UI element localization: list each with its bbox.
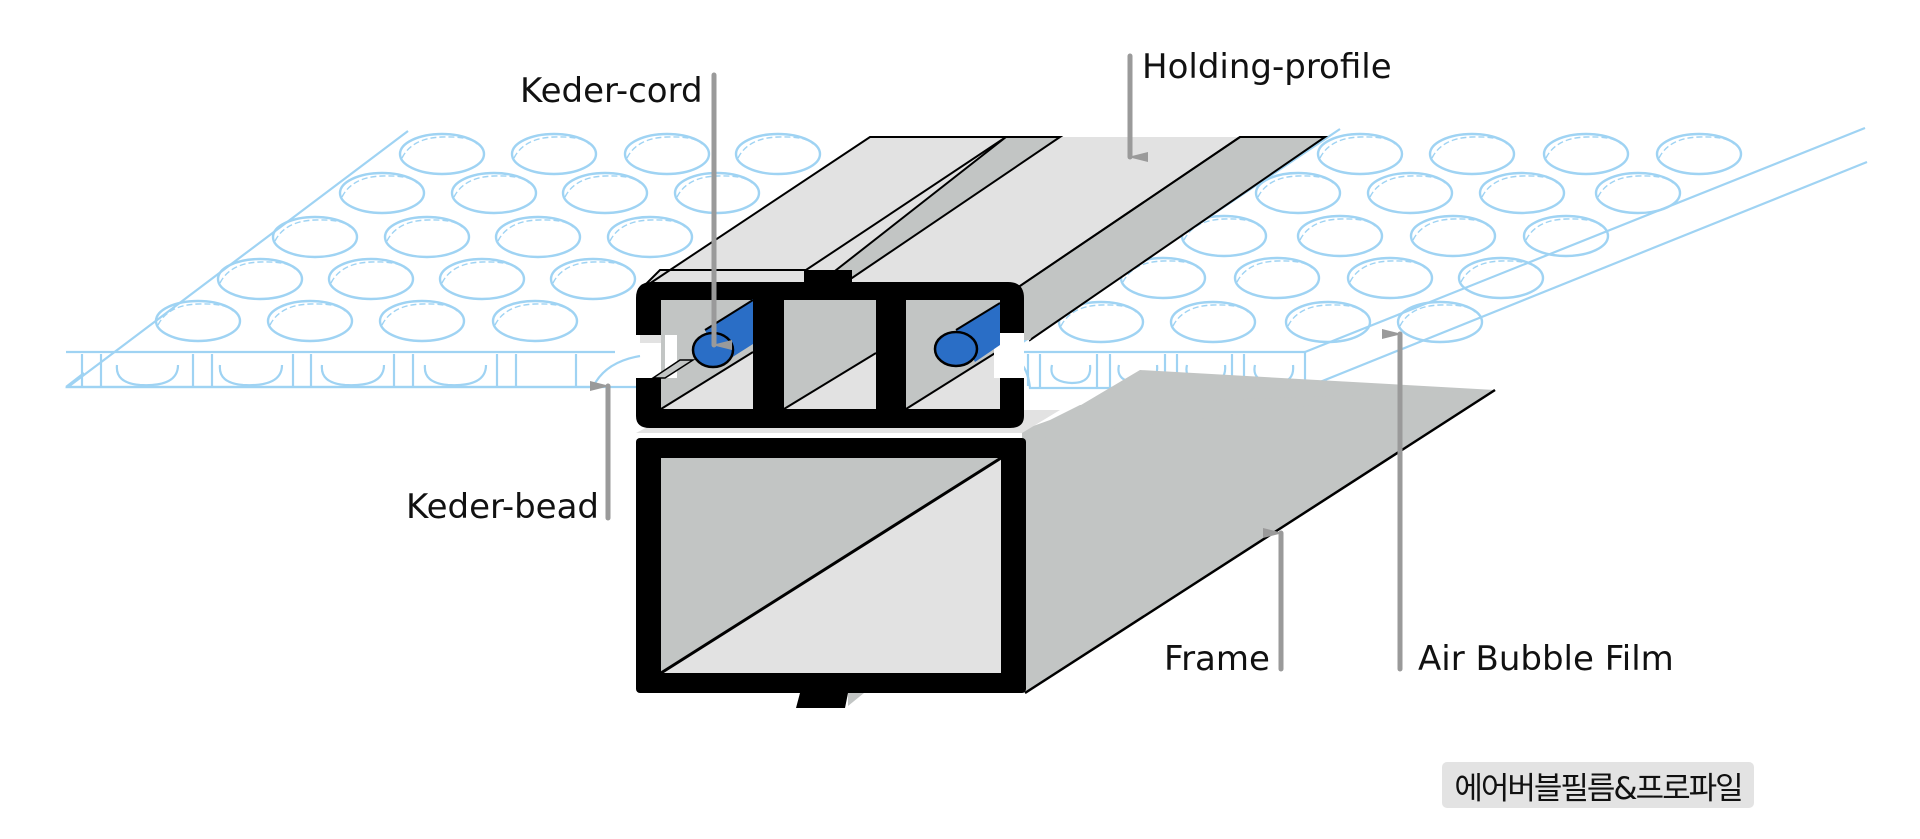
bubble-highlight — [1525, 218, 1602, 241]
bubble-highlight — [564, 175, 641, 198]
bubble — [450, 171, 538, 215]
bubble — [1655, 132, 1743, 176]
label-frame: Frame — [1164, 639, 1270, 679]
bubble — [1057, 300, 1145, 344]
diagram-caption: 에어버블필름&프로파일 — [1442, 762, 1754, 808]
bubble-highlight — [737, 136, 814, 159]
bubble — [734, 132, 822, 176]
bubble-highlight — [1658, 136, 1735, 159]
bubble-highlight — [676, 175, 753, 198]
bubble — [549, 257, 637, 301]
bubble-highlight — [552, 261, 629, 284]
bubble-highlight — [626, 136, 703, 159]
bubble — [1396, 300, 1484, 344]
bubble — [606, 215, 694, 259]
bubble — [494, 215, 582, 259]
label-keder-bead: Keder-bead — [406, 487, 600, 527]
bubble — [1296, 214, 1384, 258]
bubble-highlight — [1369, 175, 1446, 198]
bubble-highlight — [1319, 136, 1396, 159]
air-bubble-film-left — [64, 130, 641, 389]
bubble-highlight — [513, 136, 590, 159]
bubble — [271, 215, 359, 259]
bubble — [1478, 171, 1566, 215]
bubble — [1169, 300, 1257, 344]
bubble-highlight — [1236, 260, 1313, 283]
bubble — [1428, 132, 1516, 176]
bubble-highlight — [1597, 175, 1674, 198]
bubble-highlight — [274, 219, 351, 242]
bubble-highlight — [494, 303, 571, 326]
bubble-highlight — [1060, 304, 1137, 327]
bubble-highlight — [1172, 304, 1249, 327]
bubble — [1409, 214, 1497, 258]
bubble-highlight — [330, 261, 407, 284]
label-holding-profile: Holding-profile — [1142, 47, 1392, 87]
bubble-highlight — [269, 303, 346, 326]
bubble — [438, 257, 526, 301]
bubble — [1316, 132, 1404, 176]
bubble — [673, 171, 761, 215]
bubble — [1457, 256, 1545, 300]
bubble-highlight — [1460, 260, 1537, 283]
bubble — [1542, 132, 1630, 176]
bubble — [327, 257, 415, 301]
bubble-highlight — [1183, 218, 1260, 241]
bubble-highlight — [1349, 260, 1426, 283]
bubble-highlight — [1431, 136, 1508, 159]
bubble-highlight — [1257, 175, 1334, 198]
bubble-highlight — [381, 303, 458, 326]
bubble — [1233, 256, 1321, 300]
bubble-highlight — [157, 303, 234, 326]
bubble — [154, 299, 242, 343]
bubble-highlight — [386, 219, 463, 242]
bubble — [623, 132, 711, 176]
bubble — [383, 215, 471, 259]
bubble-highlight — [219, 261, 296, 284]
bubble-highlight — [1287, 304, 1364, 327]
bubble — [1284, 300, 1372, 344]
bubble-highlight — [401, 136, 478, 159]
frame — [636, 370, 1496, 708]
bubble-highlight — [1481, 175, 1558, 198]
bubble — [491, 299, 579, 343]
callout-arrows — [590, 53, 1403, 672]
bubble — [216, 257, 304, 301]
bubble-highlight — [453, 175, 530, 198]
bubble-highlight — [1122, 260, 1199, 283]
label-keder-cord: Keder-cord — [520, 71, 703, 111]
bubble-highlight — [1412, 218, 1489, 241]
bubble-highlight — [1545, 136, 1622, 159]
bubble — [1254, 171, 1342, 215]
bubble-highlight — [1299, 218, 1376, 241]
bubble — [266, 299, 354, 343]
bubble — [1346, 256, 1434, 300]
bubble-highlight — [441, 261, 518, 284]
bubble — [338, 171, 426, 215]
bubble — [398, 132, 486, 176]
bubbles-left — [154, 132, 822, 343]
bubbles-right — [1057, 132, 1743, 344]
bubble — [378, 299, 466, 343]
bubble — [1366, 171, 1454, 215]
bubble — [1522, 214, 1610, 258]
bubble — [1594, 171, 1682, 215]
bubble — [510, 132, 598, 176]
label-air-bubble-film: Air Bubble Film — [1418, 639, 1674, 679]
bubble-highlight — [1399, 304, 1476, 327]
bubble — [561, 171, 649, 215]
bubble-highlight — [609, 219, 686, 242]
bubble-highlight — [341, 175, 418, 198]
bubble-highlight — [497, 219, 574, 242]
